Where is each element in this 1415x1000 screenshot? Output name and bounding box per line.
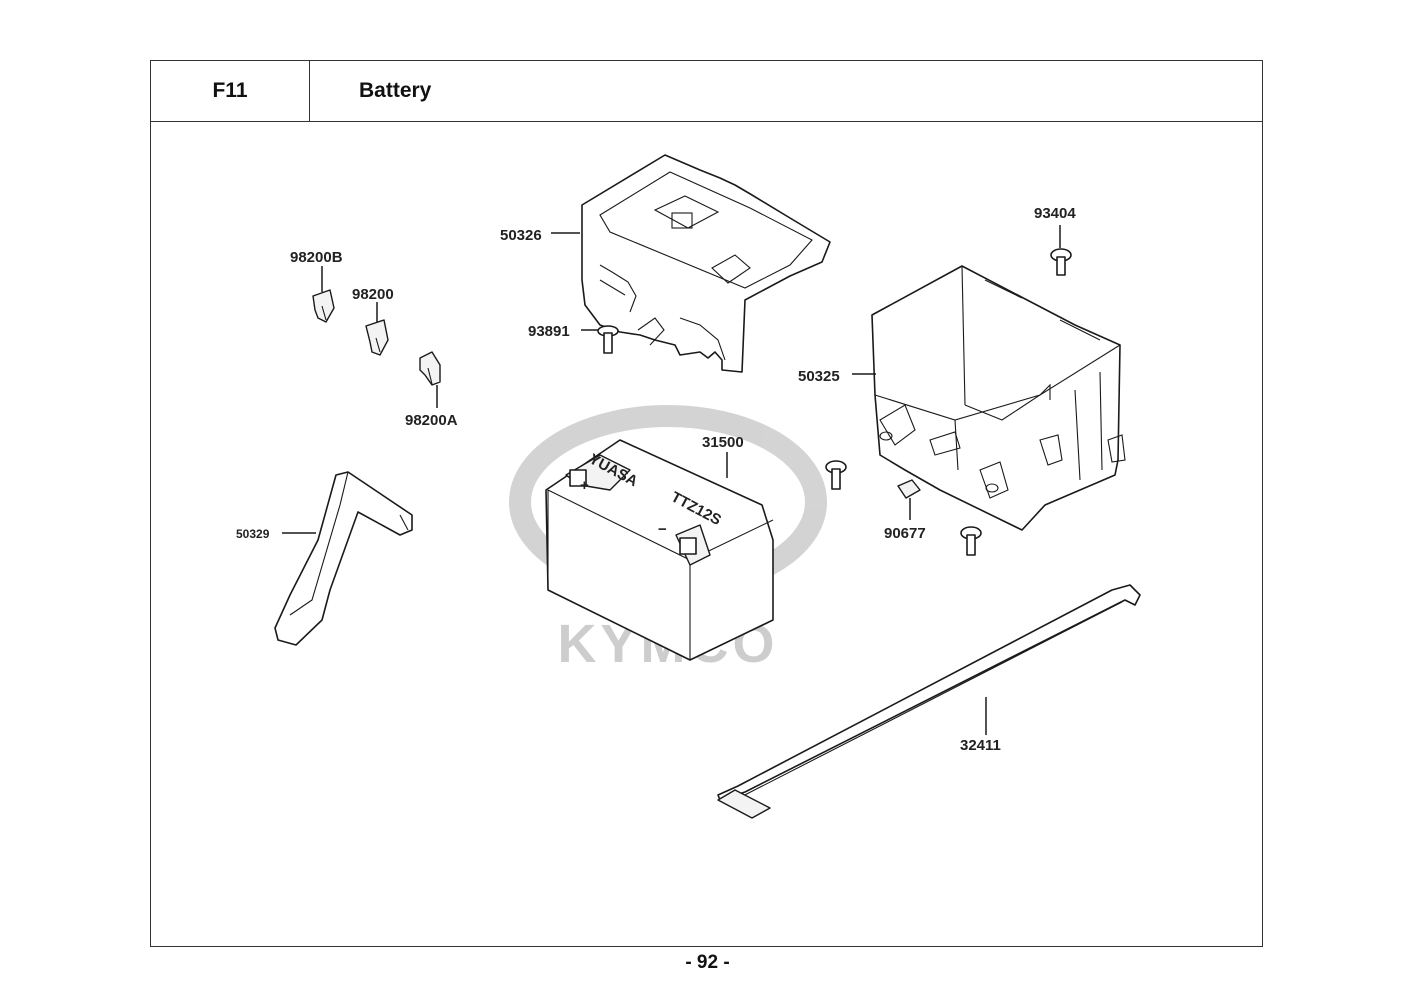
battery-negative-mark: − <box>658 521 667 538</box>
battery-cover-part <box>551 154 831 373</box>
battery-cable-part <box>717 584 1141 819</box>
label-93891: 93891 <box>528 323 570 340</box>
bolt-part <box>581 325 619 354</box>
diagram-frame <box>150 60 1263 947</box>
fuse-b-part <box>312 266 335 323</box>
bolt-bottom-part <box>960 526 982 556</box>
clip-nut-part <box>897 479 921 520</box>
fuse-a-part <box>419 351 441 408</box>
battery-part: YUASA TTZ12S + − <box>545 439 774 661</box>
terminal-cover-part <box>274 471 413 646</box>
label-98200B: 98200B <box>290 249 343 266</box>
battery-positive-mark: + <box>580 477 589 494</box>
label-98200A: 98200A <box>405 412 458 429</box>
bolt-top-part <box>1050 225 1072 276</box>
battery-box-part <box>852 265 1126 531</box>
label-98200: 98200 <box>352 286 394 303</box>
bolt-mid-part <box>825 460 847 490</box>
label-31500: 31500 <box>702 434 744 451</box>
fuse-part <box>365 302 389 356</box>
label-50329: 50329 <box>236 527 270 541</box>
label-50326: 50326 <box>500 227 542 244</box>
label-32411: 32411 <box>960 737 1001 754</box>
label-50325: 50325 <box>798 368 840 385</box>
page-number: - 92 - <box>685 952 730 973</box>
label-93404: 93404 <box>1034 205 1076 222</box>
label-90677: 90677 <box>884 525 926 542</box>
